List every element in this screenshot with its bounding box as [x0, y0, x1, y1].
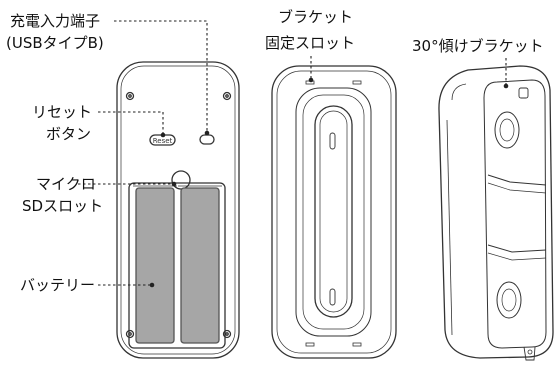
leader-dot — [503, 83, 509, 89]
leader-dot — [308, 77, 314, 83]
tilt-bracket-label: 30°傾けブラケット — [412, 37, 544, 55]
mounting-plate-panel — [271, 65, 397, 359]
charge-port-label-sub: (USBタイプB) — [6, 34, 104, 52]
screw-icon — [125, 329, 135, 339]
battery-cell-right — [180, 187, 220, 344]
bracket-slot-label: ブラケット — [278, 8, 354, 26]
leader-dots — [149, 130, 210, 288]
reset-label-sub: ボタン — [46, 125, 92, 143]
battery-label: バッテリー — [20, 276, 96, 294]
battery-cell-left — [135, 187, 175, 344]
screw-icon — [125, 91, 135, 101]
screw-icon — [222, 329, 232, 339]
charge-port-label: 充電入力端子 — [10, 12, 101, 30]
camera-back-panel — [116, 61, 240, 359]
reset-label: リセット — [32, 103, 93, 121]
screw-icon — [222, 91, 232, 101]
usb-port — [199, 134, 215, 145]
leader-lines — [78, 20, 208, 286]
tilt-bracket-panel — [438, 65, 554, 361]
bracket-slot — [314, 105, 353, 318]
microsd-label-sub: SDスロット — [22, 197, 104, 215]
bracket-slot-label-sub: 固定スロット — [265, 34, 356, 52]
microsd-label: マイクロ — [36, 175, 96, 193]
reset-button-text: Reset — [153, 137, 173, 145]
